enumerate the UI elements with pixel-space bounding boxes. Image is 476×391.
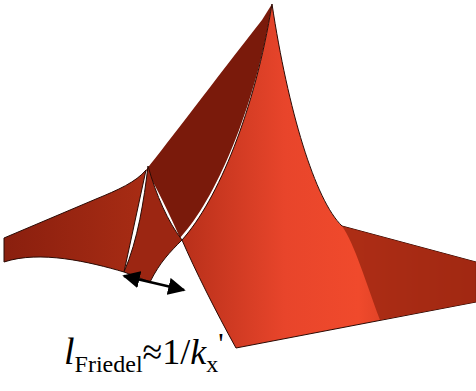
relation: ≈1/ bbox=[143, 332, 191, 372]
prime: ' bbox=[218, 326, 223, 359]
subscript: Friedel bbox=[75, 351, 143, 377]
symbol-k: k bbox=[190, 332, 206, 372]
subscript: x bbox=[206, 351, 218, 377]
left-peak bbox=[124, 166, 182, 282]
width-arrow bbox=[124, 276, 184, 290]
right-sheet bbox=[342, 226, 476, 320]
symbol-l: l bbox=[64, 330, 75, 372]
right-peak bbox=[182, 4, 476, 348]
formula: lFriedel≈1/kx' bbox=[64, 326, 224, 378]
left-sheet bbox=[4, 170, 146, 272]
